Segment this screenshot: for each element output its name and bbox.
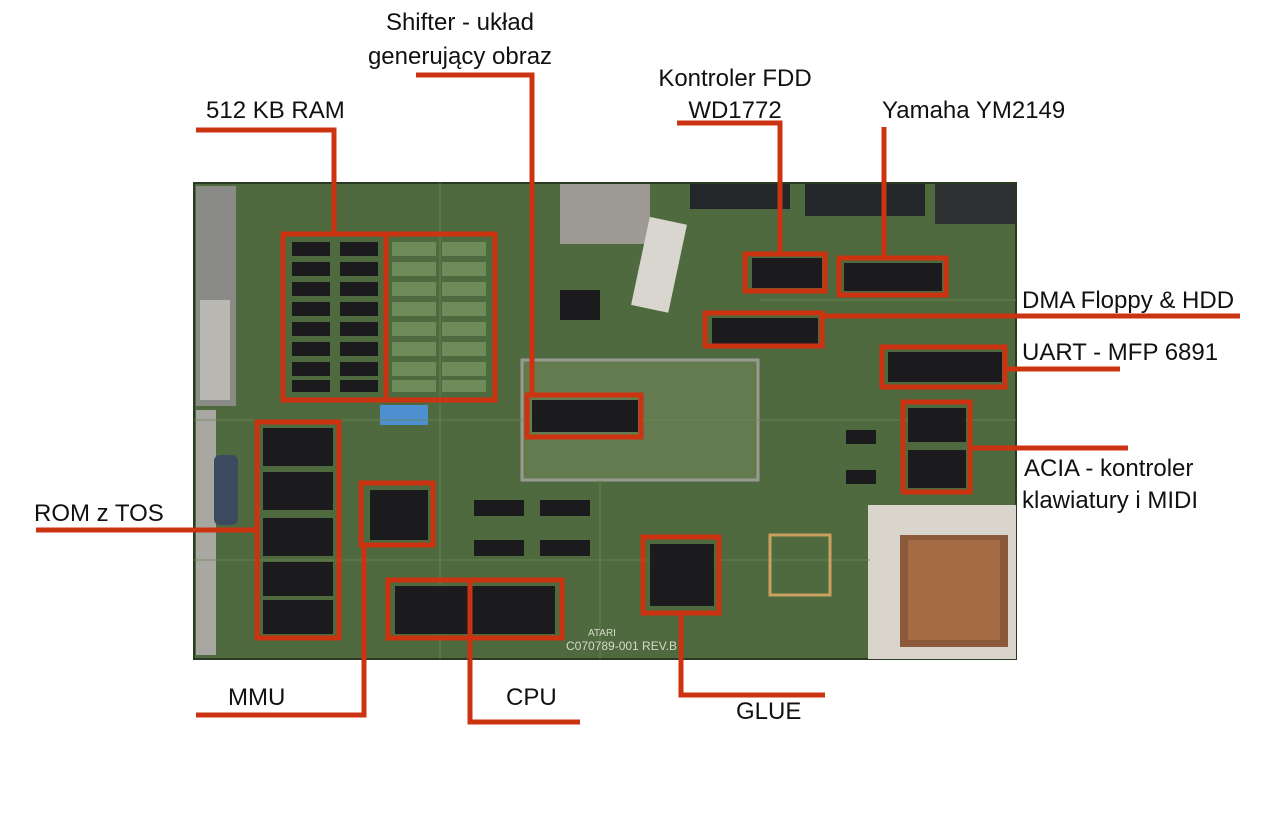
ram-leader (196, 127, 337, 234)
label-ram: 512 KB RAM (206, 97, 345, 124)
capacitor (214, 455, 238, 525)
label-uart: UART - MFP 6891 (1022, 339, 1219, 366)
mmu-box (358, 480, 436, 548)
label-fdd-line1: Kontroler FDD (658, 65, 812, 92)
label-mmu: MMU (228, 684, 286, 711)
port-connector (560, 184, 650, 244)
leader-lines (36, 72, 1240, 725)
fdd-box (742, 251, 828, 294)
label-dma: DMA Floppy & HDD (1022, 287, 1235, 314)
cpu-leader (467, 581, 580, 725)
label-shifter-line2: generujący obraz (367, 43, 553, 70)
pcb-photo: C070789-001 REV.B ATARI (193, 182, 1017, 660)
yamaha-box (836, 255, 949, 298)
fdd-leader (677, 120, 783, 254)
shifter-leader (416, 72, 535, 395)
label-shifter-line1: Shifter - układ (385, 9, 535, 36)
atari-logo-text: ATARI (588, 628, 616, 639)
label-acia-line1: ACIA - kontroler (1024, 455, 1194, 482)
cpu-box (385, 577, 565, 641)
shifter-box (524, 392, 644, 440)
label-glue: GLUE (736, 698, 802, 725)
dma-box (702, 310, 825, 349)
label-yamaha: Yamaha YM2149 (882, 97, 1066, 124)
board-revision-text: C070789-001 REV.B (566, 639, 677, 653)
label-fdd-line2: WD1772 (688, 97, 782, 124)
mmu-leader (196, 545, 367, 718)
glue-leader (678, 613, 825, 698)
label-cpu: CPU (506, 684, 557, 711)
ribbon-cable (631, 216, 687, 313)
label-rom: ROM z TOS (34, 500, 164, 527)
ram-box (280, 231, 498, 403)
label-acia-line2: klawiatury i MIDI (1022, 487, 1199, 514)
